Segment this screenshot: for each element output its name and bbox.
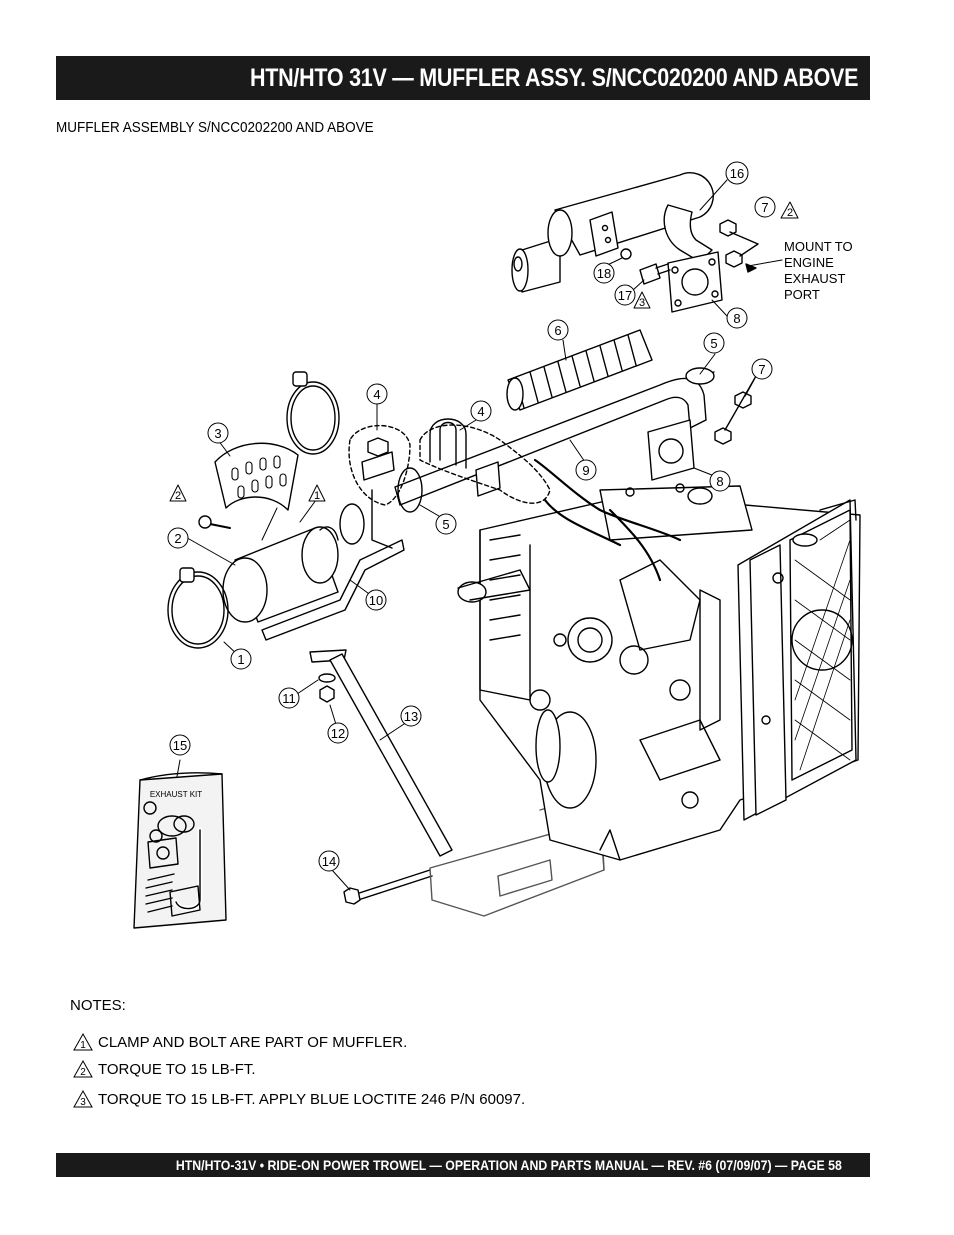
callout-3: 3 xyxy=(214,426,221,441)
callout-16: 16 xyxy=(730,166,744,181)
svg-text:1: 1 xyxy=(80,1040,86,1051)
callout-11: 11 xyxy=(282,691,296,706)
note-item-2: 2 TORQUE TO 15 LB-FT. xyxy=(72,1059,256,1079)
nut-12 xyxy=(319,685,335,703)
callout-4-right: 4 xyxy=(477,404,484,419)
warning-marker-3: 3 xyxy=(639,297,645,309)
page-footer: HTN/HTO-31V • RIDE-ON POWER TROWEL — OPE… xyxy=(175,1157,842,1173)
flex-spring-6 xyxy=(506,329,653,411)
callout-2: 2 xyxy=(174,531,181,546)
callout-1: 1 xyxy=(237,652,244,667)
washer-11 xyxy=(318,673,336,683)
note-item-3: 3 TORQUE TO 15 LB-FT. APPLY BLUE LOCTITE… xyxy=(72,1089,525,1109)
page-title: HTN/HTO 31V — MUFFLER ASSY. S/NCC020200 … xyxy=(249,63,858,92)
muffler-assembly-diagram: 16 7 18 17 8 6 5 7 4 4 9 8 3 5 2 1 10 11… xyxy=(133,161,861,929)
lower-clamp-1 xyxy=(167,571,229,649)
clamp-5 xyxy=(397,467,423,513)
note-text-2: TORQUE TO 15 LB-FT. xyxy=(98,1060,256,1078)
warning-triangle-icon: 3 xyxy=(73,1089,93,1108)
exhaust-tube-9 xyxy=(394,367,715,506)
notes-heading: NOTES: xyxy=(70,997,126,1014)
callout-5-left: 5 xyxy=(442,517,449,532)
callout-5-right: 5 xyxy=(710,336,717,351)
callout-9: 9 xyxy=(582,463,589,478)
callout-7-right: 7 xyxy=(758,362,765,377)
callout-7-top: 7 xyxy=(761,200,768,215)
warning-triangle-icon: 2 xyxy=(73,1059,93,1078)
muffler-2 xyxy=(198,515,339,623)
washer-18 xyxy=(620,248,632,260)
callout-18: 18 xyxy=(597,266,611,281)
support-rod-13 xyxy=(329,653,453,857)
callout-8-lower: 8 xyxy=(716,474,723,489)
section-subtitle: MUFFLER ASSEMBLY S/NCC0202200 AND ABOVE xyxy=(56,119,374,136)
callout-14: 14 xyxy=(322,854,336,869)
page-title-bar: HTN/HTO 31V — MUFFLER ASSY. S/NCC020200 … xyxy=(56,56,870,100)
svg-text:2: 2 xyxy=(80,1067,86,1078)
note-text-1: CLAMP AND BOLT ARE PART OF MUFFLER. xyxy=(98,1033,408,1051)
u-bolt-4 xyxy=(348,418,551,506)
upper-clamp xyxy=(286,381,340,455)
warning-marker-2-left: 2 xyxy=(175,490,181,502)
muffler-16-drawing xyxy=(511,172,723,313)
warning-triangle-icon: 1 xyxy=(73,1032,93,1051)
callout-17: 17 xyxy=(618,288,632,303)
exhaust-kit-15 xyxy=(133,772,227,929)
warning-marker-1: 1 xyxy=(314,490,320,502)
callout-10: 10 xyxy=(369,593,383,608)
engine-block xyxy=(457,458,861,861)
callout-15: 15 xyxy=(173,738,187,753)
mount-label-line-4: PORT xyxy=(784,287,820,302)
bolt-14 xyxy=(349,869,433,903)
exhaust-kit-label: EXHAUST KIT xyxy=(150,790,202,799)
callout-12: 12 xyxy=(331,726,345,741)
page-footer-bar: HTN/HTO-31V • RIDE-ON POWER TROWEL — OPE… xyxy=(56,1153,870,1177)
note-item-1: 1 CLAMP AND BOLT ARE PART OF MUFFLER. xyxy=(72,1032,407,1052)
mount-label-line-1: MOUNT TO xyxy=(784,239,853,254)
svg-text:3: 3 xyxy=(80,1097,86,1108)
callout-6: 6 xyxy=(554,323,561,338)
callout-13: 13 xyxy=(404,709,418,724)
warning-marker-2-top: 2 xyxy=(787,207,793,219)
bolt-17 xyxy=(639,263,661,285)
mount-label-line-3: EXHAUST xyxy=(784,271,845,286)
note-text-3: TORQUE TO 15 LB-FT. APPLY BLUE LOCTITE 2… xyxy=(98,1090,526,1108)
mount-label-line-2: ENGINE xyxy=(784,255,834,270)
callout-8-top: 8 xyxy=(733,311,740,326)
bracket-10 xyxy=(261,539,405,641)
callout-4-left: 4 xyxy=(373,387,380,402)
heat-shield-3 xyxy=(214,442,299,511)
